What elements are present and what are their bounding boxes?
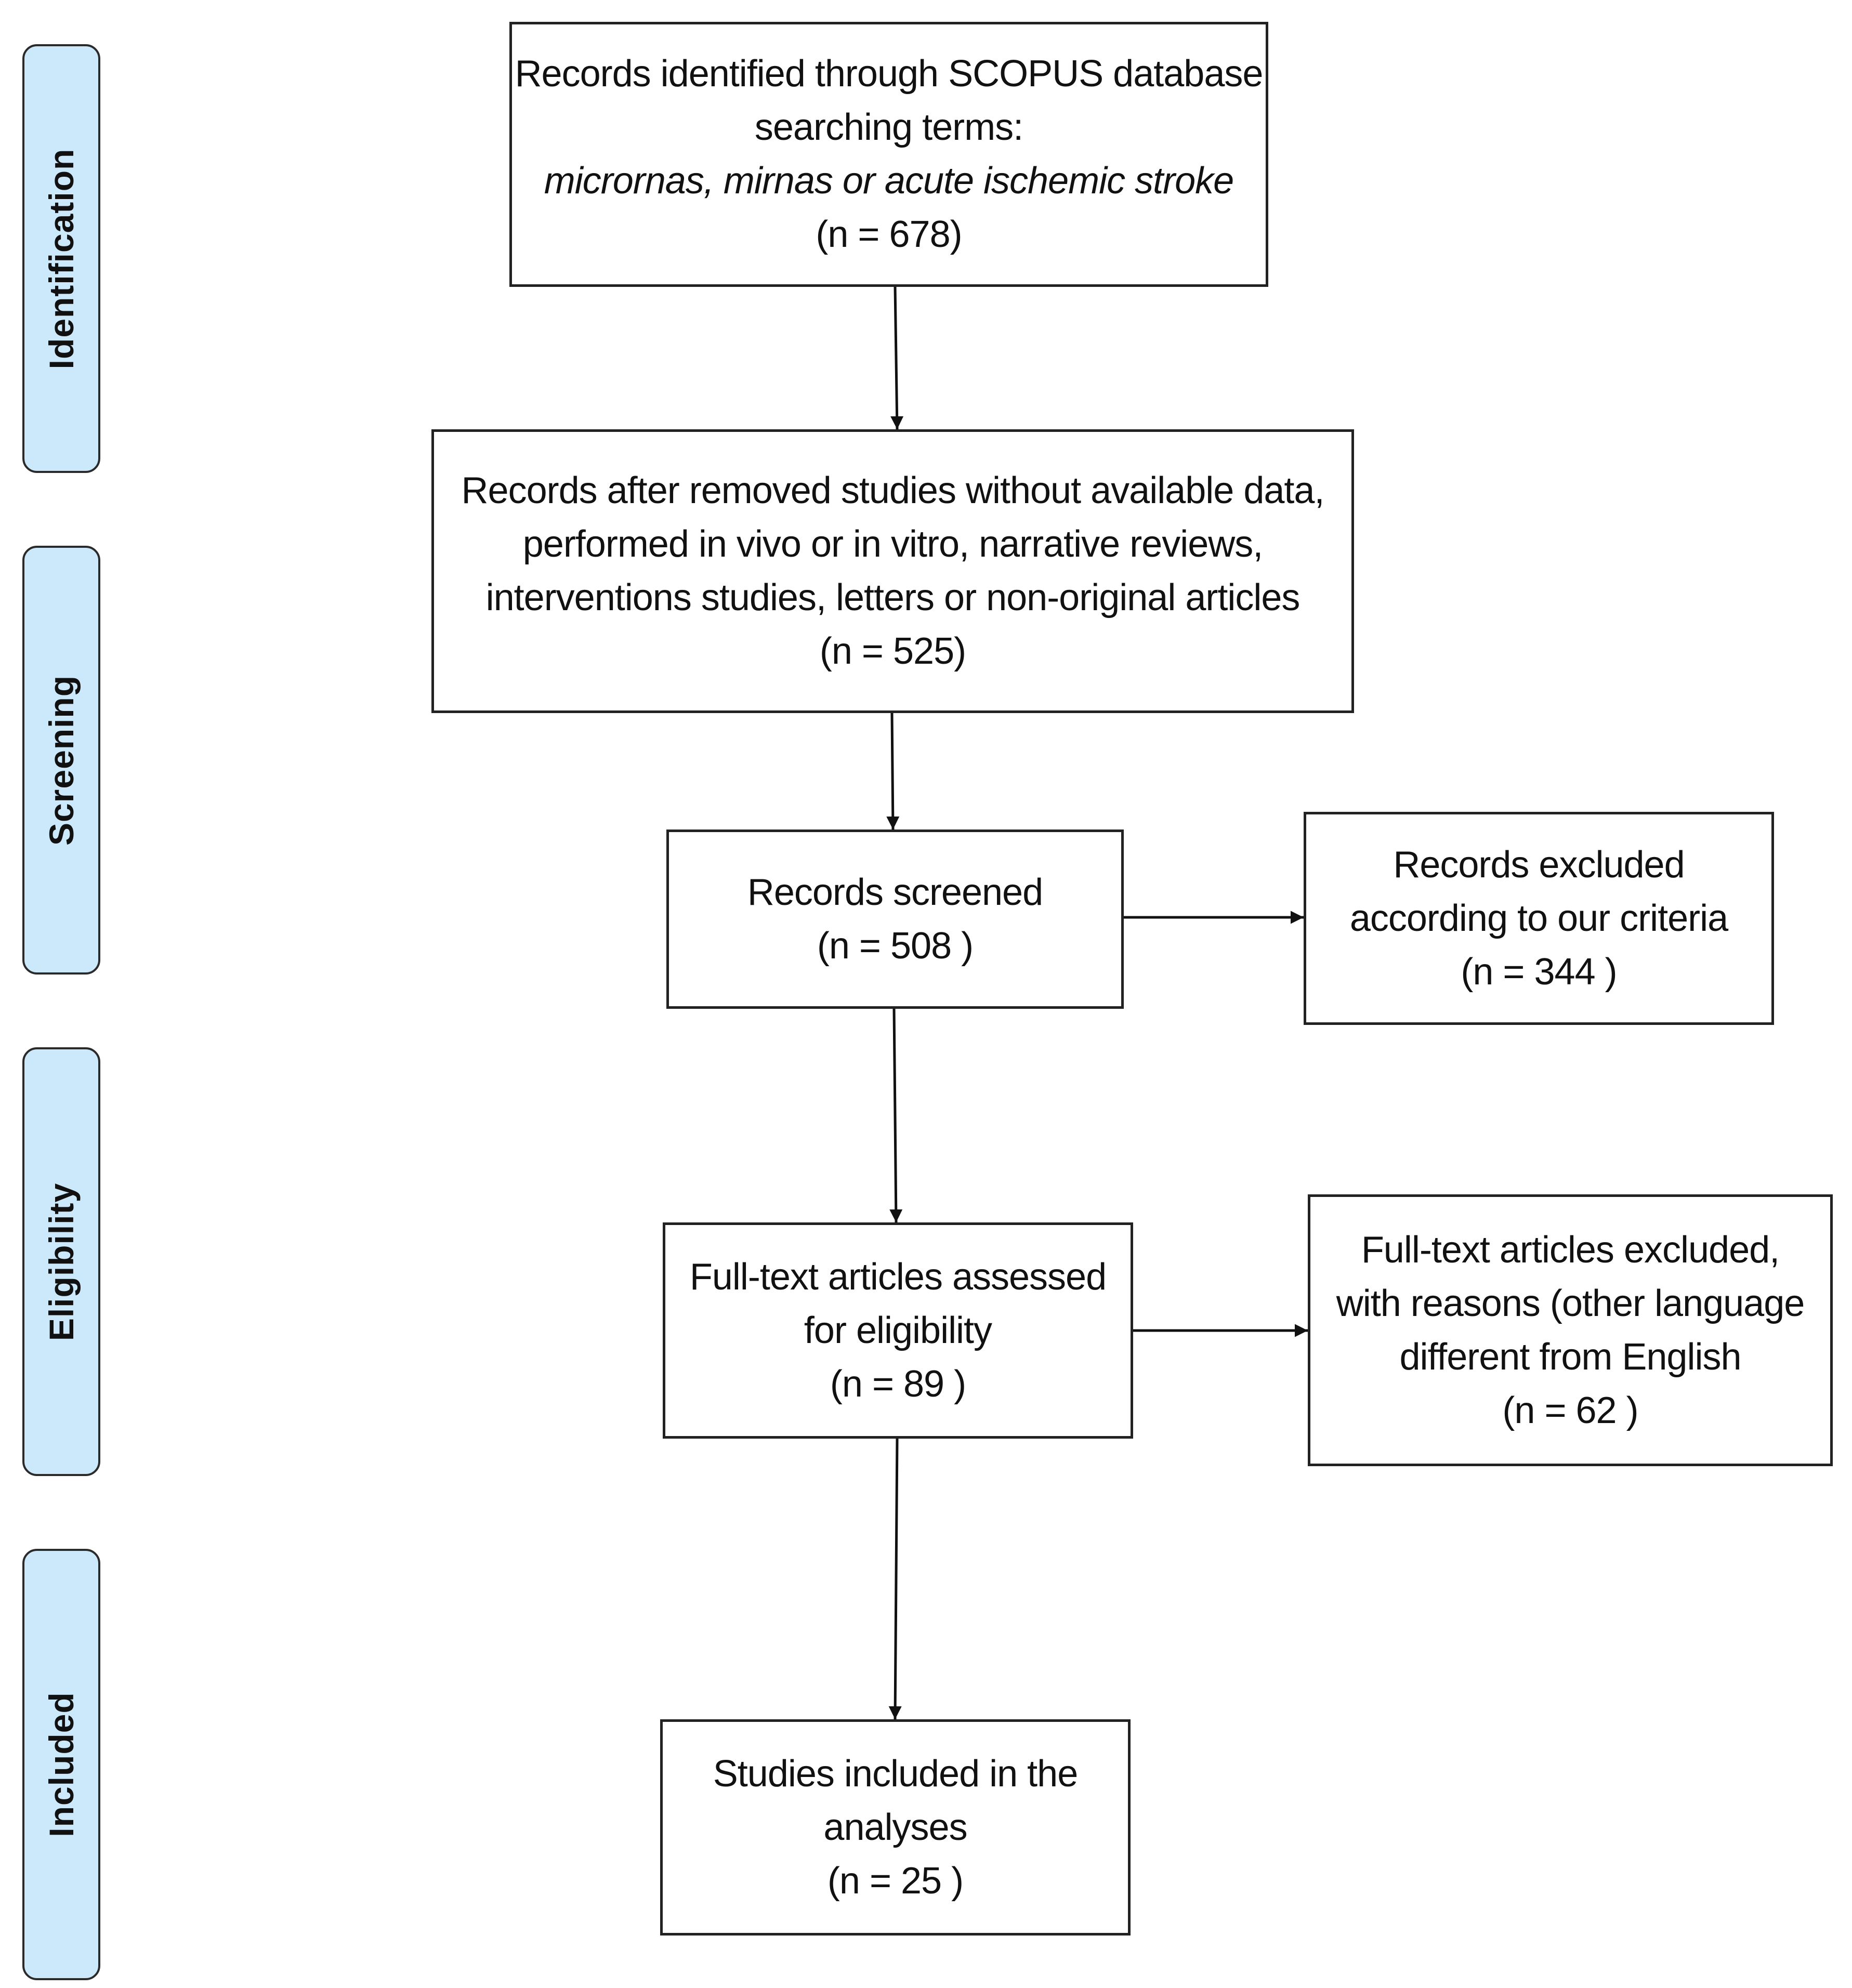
phase-included: Included (22, 1549, 100, 1980)
box-records-excluded-line2: according to our criteria (1349, 897, 1728, 939)
box-studies-included-line2: analyses (823, 1806, 967, 1848)
phase-eligibility: Eligibility (22, 1047, 100, 1476)
box-fulltext-excluded-line2: with reasons (other language (1336, 1282, 1805, 1324)
box-records-after-removal-line3: interventions studies, letters or non-or… (485, 577, 1301, 618)
box-fulltext-assessed: Full-text articles assessed for eligibil… (663, 1222, 1133, 1439)
box-records-screened-count: (n = 508 ) (817, 925, 974, 967)
box-fulltext-excluded: Full-text articles excluded, with reason… (1308, 1194, 1833, 1466)
box-records-excluded-count: (n = 344 ) (1461, 951, 1617, 993)
arrow-after-removal-to-screened (886, 713, 900, 830)
box-records-identified: Records identified through SCOPUS databa… (509, 22, 1268, 287)
phase-screening: Screening (22, 546, 100, 975)
box-records-screened: Records screened (n = 508 ) (666, 830, 1124, 1009)
box-records-excluded: Records excluded according to our criter… (1304, 812, 1774, 1025)
box-records-identified-line2: searching terms: (754, 107, 1023, 148)
box-records-after-removal-count: (n = 525) (819, 630, 966, 672)
box-records-identified-search-terms: micrornas, mirnas or acute ischemic stro… (544, 160, 1234, 202)
box-studies-included-count: (n = 25 ) (827, 1860, 964, 1902)
box-studies-included: Studies included in the analyses (n = 25… (660, 1719, 1131, 1936)
box-records-identified-line1: Records identified through SCOPUS databa… (515, 53, 1264, 95)
box-records-after-removal: Records after removed studies without av… (431, 429, 1354, 713)
box-records-excluded-line1: Records excluded (1393, 844, 1685, 886)
box-fulltext-assessed-count: (n = 89 ) (830, 1363, 966, 1405)
box-records-after-removal-line2: performed in vivo or in vitro, narrative… (522, 523, 1264, 565)
arrow-screened-to-fulltext (889, 1008, 903, 1223)
box-studies-included-line1: Studies included in the (713, 1753, 1078, 1795)
box-fulltext-excluded-count: (n = 62 ) (1502, 1389, 1638, 1431)
box-records-screened-line1: Records screened (747, 871, 1043, 913)
box-records-identified-count: (n = 678) (816, 214, 962, 255)
arrow-fulltext-to-included (888, 1438, 902, 1720)
box-fulltext-excluded-line3: different from English (1399, 1336, 1741, 1378)
phase-identification: Identification (22, 44, 100, 473)
box-fulltext-assessed-line2: for eligibility (804, 1309, 992, 1351)
box-fulltext-excluded-line1: Full-text articles excluded, (1361, 1229, 1780, 1271)
box-fulltext-assessed-line1: Full-text articles assessed (689, 1256, 1107, 1298)
arrow-identified-to-after-removal (890, 286, 904, 430)
box-records-after-removal-line1: Records after removed studies without av… (461, 470, 1325, 511)
